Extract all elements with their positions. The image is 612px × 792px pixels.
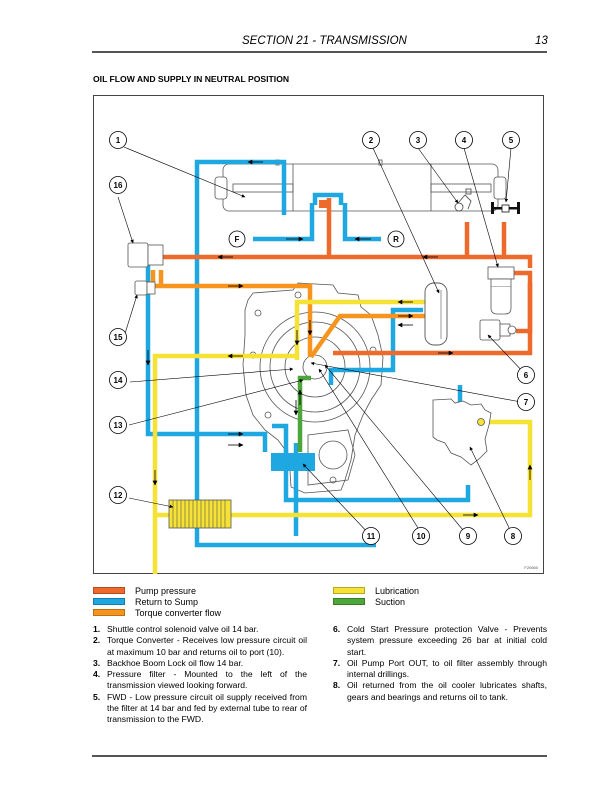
legend-swatch — [333, 598, 365, 605]
svg-text:1: 1 — [116, 136, 121, 145]
note-2: 2.Torque Converter - Receives low pressu… — [93, 635, 307, 657]
callout-16: 16 — [109, 176, 127, 194]
svg-text:9: 9 — [466, 532, 471, 541]
note-1: 1.Shuttle control solenoid valve oil 14 … — [93, 624, 259, 634]
callout-2: 2 — [362, 131, 380, 149]
callout-1: 1 — [109, 131, 127, 149]
leader-lines — [117, 146, 527, 537]
legend-swatch — [93, 609, 125, 616]
shuttle-control-solenoid-valve — [214, 159, 507, 212]
torque-converter — [424, 282, 448, 346]
callout-11: 11 — [362, 527, 380, 545]
svg-text:10: 10 — [417, 532, 426, 541]
lube-distributor — [432, 398, 492, 466]
callout-4: 4 — [455, 131, 473, 149]
port-label-reverse: R — [387, 230, 405, 248]
legend-item-suction: Suction — [333, 596, 405, 607]
callout-10: 10 — [412, 527, 430, 545]
oil-flow-diagram: F R 1 2 3 4 5 6 7 8 9 10 11 12 13 14 15 … — [109, 131, 539, 574]
legend-label: Return to Sump — [135, 596, 199, 607]
callout-3: 3 — [409, 131, 427, 149]
note-7: 7.Oil Pump Port OUT, to oil filter assem… — [333, 657, 547, 680]
callout-13: 13 — [109, 416, 127, 434]
figure-reference-code: F20660 — [524, 565, 538, 570]
notes-left: 1.Shuttle control solenoid valve oil 14 … — [93, 624, 307, 726]
torque-converter-flow-lines — [143, 270, 425, 359]
oil-cooler — [168, 499, 232, 529]
svg-text:2: 2 — [369, 136, 374, 145]
svg-text:3: 3 — [416, 136, 421, 145]
suction-line — [297, 375, 311, 452]
legend-swatch — [93, 598, 125, 605]
cold-start-valve — [479, 319, 517, 341]
svg-text:8: 8 — [511, 532, 516, 541]
svg-text:5: 5 — [509, 136, 514, 145]
transmission-housing — [242, 282, 384, 494]
callouts: 1 2 3 4 5 6 7 8 9 10 11 12 13 14 15 16 — [109, 131, 535, 545]
sump — [271, 453, 315, 471]
callout-12: 12 — [109, 486, 127, 504]
callout-7: 7 — [517, 393, 535, 411]
callout-14: 14 — [109, 371, 127, 389]
svg-text:14: 14 — [114, 376, 123, 385]
note-3: 3.Backhoe Boom Lock oil flow 14 bar. — [93, 657, 244, 668]
section-heading: OIL FLOW AND SUPPLY IN NEUTRAL POSITION — [93, 74, 290, 84]
callout-6: 6 — [517, 366, 535, 384]
legend-swatch — [333, 587, 365, 594]
svg-text:11: 11 — [367, 532, 376, 541]
legend-item-torque-converter-flow: Torque converter flow — [93, 607, 221, 618]
solenoid-connector-16 — [127, 242, 164, 268]
note-5: 5.FWD - Low pressure circuit oil supply … — [93, 691, 307, 725]
legend-item-lubrication: Lubrication — [333, 585, 419, 596]
header-divider — [92, 51, 547, 53]
note-8: 8.Oil returned from the oil cooler lubri… — [333, 680, 547, 702]
pressure-filter — [487, 266, 515, 315]
svg-text:6: 6 — [524, 371, 529, 380]
section-title: SECTION 21 - TRANSMISSION — [242, 35, 407, 47]
legend-label: Pump pressure — [135, 585, 197, 596]
legend-label: Suction — [375, 596, 406, 607]
page-number: 13 — [535, 35, 548, 47]
callout-15: 15 — [109, 328, 127, 346]
note-6: 6.Cold Start Pressure protection Valve -… — [333, 624, 547, 657]
svg-text:16: 16 — [114, 181, 123, 190]
svg-text:4: 4 — [462, 136, 467, 145]
pump-pressure-lines — [143, 198, 533, 356]
legend-label: Lubrication — [375, 585, 420, 596]
return-to-sump-lines — [145, 159, 471, 548]
footer-divider — [92, 755, 547, 757]
flow-arrows — [145, 159, 533, 518]
note-4: 4.Pressure filter - Mounted to the left … — [93, 669, 307, 691]
svg-text:12: 12 — [114, 491, 123, 500]
svg-text:F: F — [235, 235, 240, 244]
fwd-axle-icon — [491, 202, 520, 214]
svg-text:R: R — [393, 235, 399, 244]
solenoid-connector-15 — [134, 280, 156, 296]
legend-swatch — [93, 587, 125, 594]
notes-right: 6.Cold Start Pressure protection Valve -… — [333, 624, 547, 703]
svg-text:7: 7 — [524, 398, 529, 407]
port-label-forward: F — [228, 230, 246, 248]
callout-9: 9 — [459, 527, 477, 545]
legend-label: Torque converter flow — [135, 607, 222, 618]
svg-text:13: 13 — [114, 421, 123, 430]
legend-item-pump-pressure: Pump pressure — [93, 585, 196, 596]
valve-spool-pressure — [319, 200, 329, 208]
figure-frame — [93, 95, 544, 574]
legend-item-return-to-sump: Return to Sump — [93, 596, 198, 607]
svg-text:15: 15 — [114, 333, 123, 342]
callout-5: 5 — [502, 131, 520, 149]
backhoe-boom-lock-icon — [454, 188, 472, 212]
callout-8: 8 — [504, 527, 522, 545]
